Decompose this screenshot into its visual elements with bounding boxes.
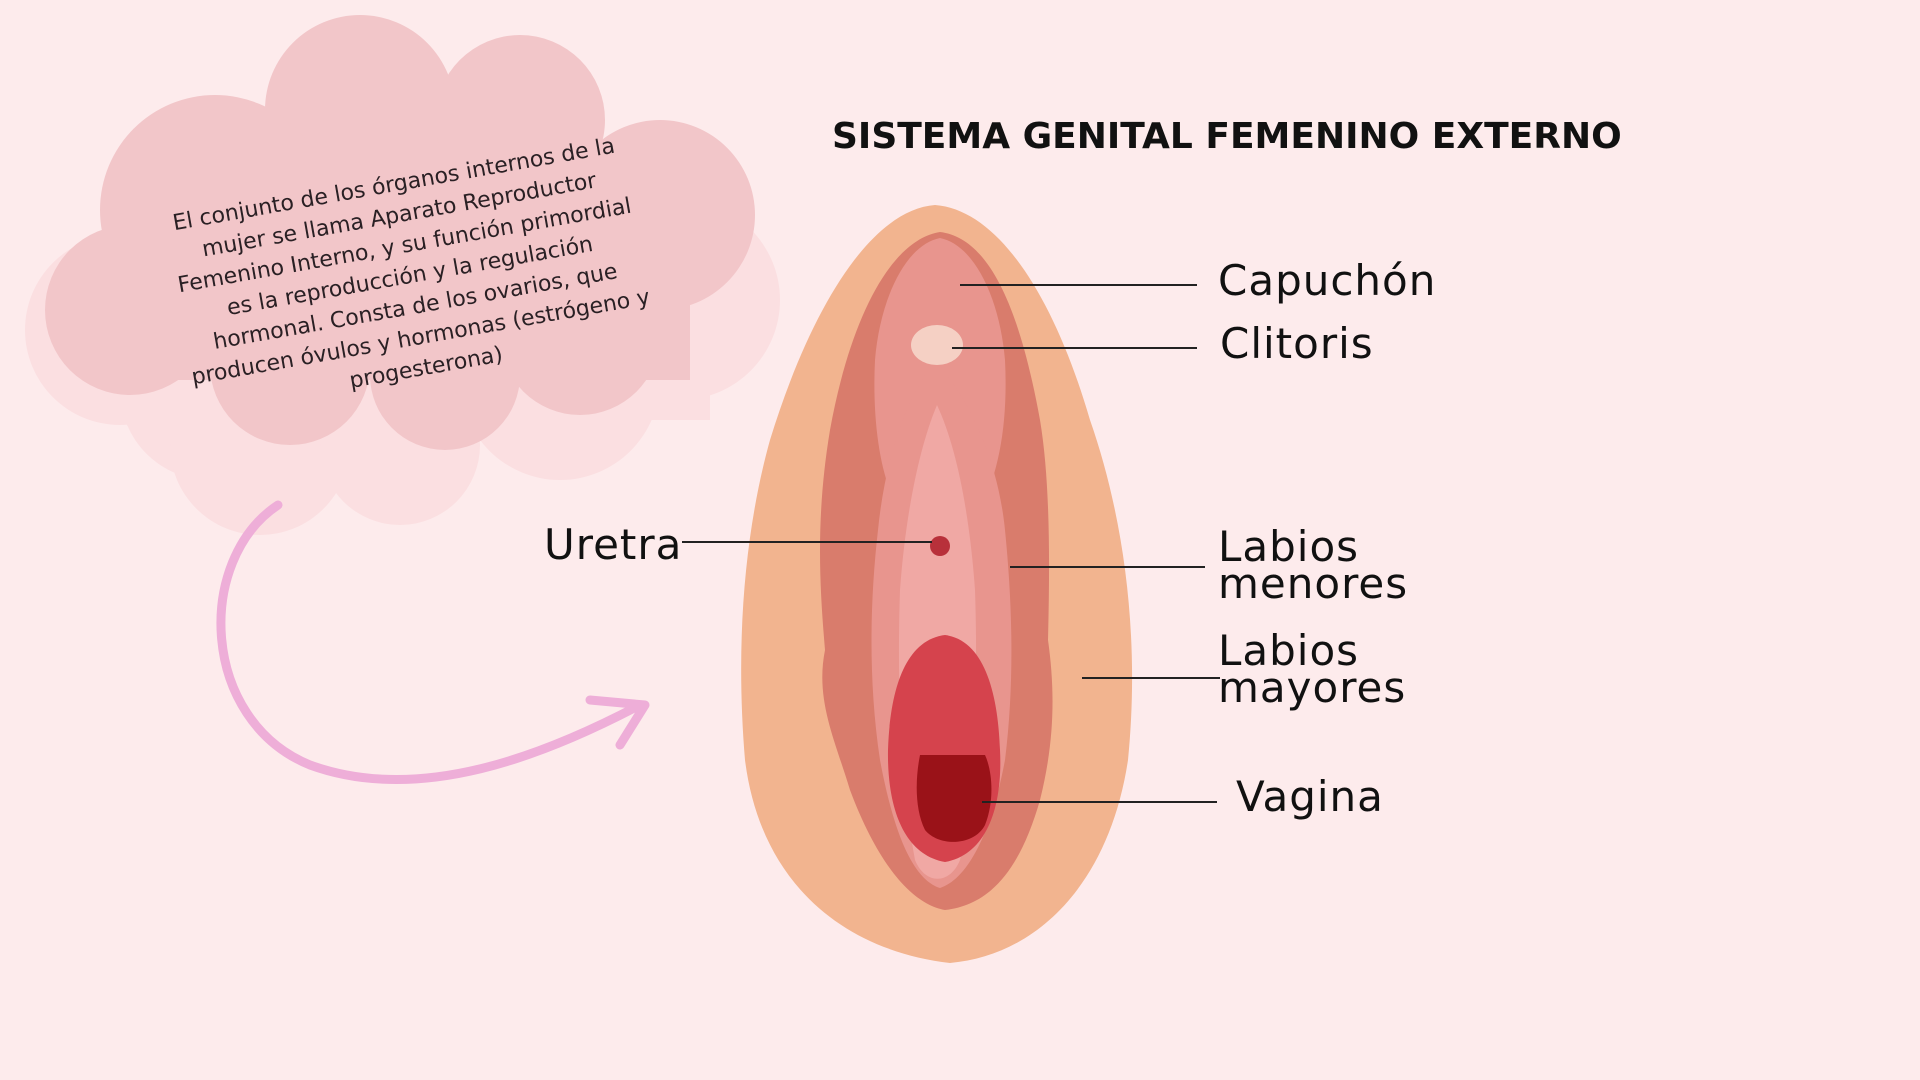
label-labios-menores: Labios menores xyxy=(1218,522,1409,608)
clitoris-shape xyxy=(911,325,963,365)
label-labios-menores-line1: Labios xyxy=(1218,522,1360,571)
label-labios-mayores: Labios mayores xyxy=(1218,626,1407,712)
labios-mayores-leader-line xyxy=(1082,677,1220,679)
label-labios-mayores-line1: Labios xyxy=(1218,626,1360,675)
label-vagina: Vagina xyxy=(1236,772,1384,821)
label-labios-menores-line2: menores xyxy=(1218,559,1409,608)
uretra-leader-line xyxy=(682,541,932,543)
label-labios-mayores-line2: mayores xyxy=(1218,663,1407,712)
label-uretra: Uretra xyxy=(544,520,683,569)
vulva-illustration xyxy=(741,205,1133,963)
label-capuchon: Capuchón xyxy=(1218,256,1437,305)
cloud-bubble-front xyxy=(45,15,755,450)
capuchon-leader-line xyxy=(960,284,1197,286)
urethra-dot xyxy=(930,536,950,556)
labios-menores-leader-line xyxy=(1010,566,1205,568)
vagina-leader-line xyxy=(982,801,1217,803)
curved-arrow-icon xyxy=(216,500,650,785)
page-title: SISTEMA GENITAL FEMENINO EXTERNO xyxy=(832,116,1622,157)
label-clitoris: Clitoris xyxy=(1220,319,1374,368)
clitoris-leader-line xyxy=(952,347,1197,349)
vaginal-deep-shape xyxy=(916,755,992,842)
